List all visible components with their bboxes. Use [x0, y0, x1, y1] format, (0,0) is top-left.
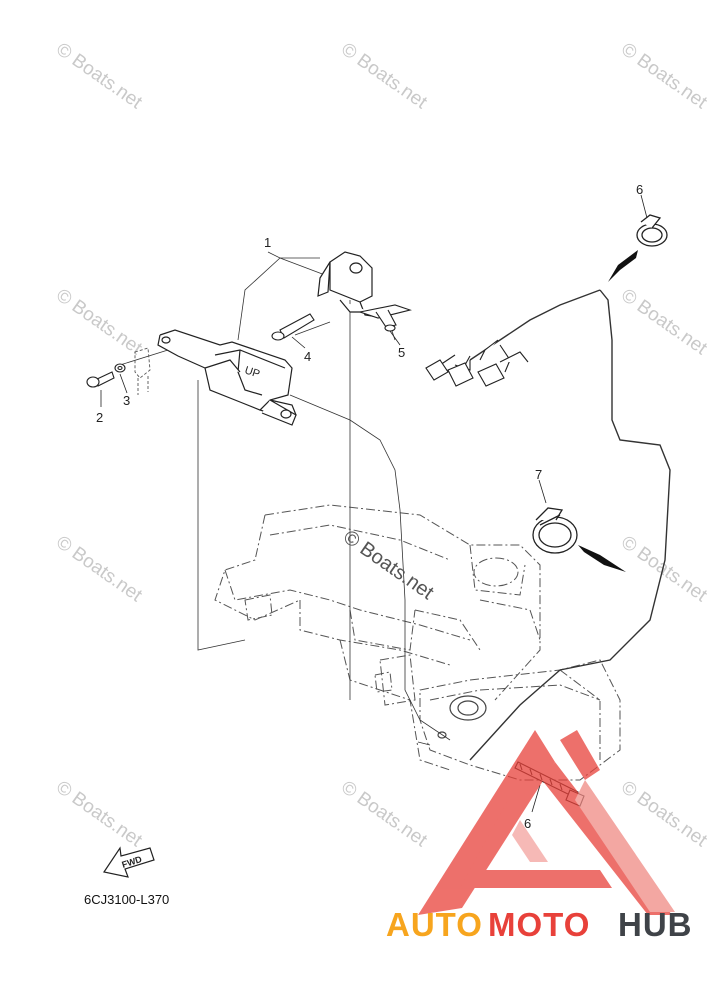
connector-group	[425, 339, 529, 387]
arrow-clamp-6	[608, 250, 638, 282]
up-mark: UP	[243, 364, 261, 380]
automotohub-logo	[418, 730, 675, 915]
screw-4	[271, 313, 315, 341]
clamp-6	[636, 214, 668, 247]
callout-5: 5	[398, 345, 405, 360]
callout-numbers: 1 2 3 4 5 6 7 6	[96, 182, 643, 831]
watermark: © Boats.net	[52, 285, 146, 360]
callout-4: 4	[304, 349, 311, 364]
washer-3	[114, 363, 126, 373]
callout-2: 2	[96, 410, 103, 425]
watermark: © Boats.net	[617, 532, 711, 607]
pivot-boss	[437, 695, 487, 739]
watermark: © Boats.net	[52, 39, 146, 114]
watermark: © Boats.net	[617, 285, 711, 360]
watermark-grid: © Boats.net © Boats.net © Boats.net © Bo…	[52, 39, 711, 852]
leader-lines	[119, 251, 451, 746]
watermark: © Boats.net	[617, 777, 711, 852]
bolt-2	[86, 371, 115, 388]
arrow-clamp-7	[578, 545, 626, 572]
automotohub-wordmark: AUTO MOTO HUB	[386, 906, 693, 943]
fwd-arrow: FWD	[103, 846, 155, 878]
callout-1: 1	[264, 235, 271, 250]
callout-3: 3	[123, 393, 130, 408]
watermark: © Boats.net	[52, 777, 146, 852]
logo-word-auto: AUTO	[386, 906, 483, 943]
watermark: © Boats.net	[617, 39, 711, 114]
watermark: © Boats.net	[52, 532, 146, 607]
callout-6: 6	[636, 182, 643, 197]
trim-sensor	[157, 329, 297, 426]
clamp-7	[532, 507, 578, 554]
holder-5	[357, 304, 412, 332]
callout-6-bottom: 6	[524, 816, 531, 831]
diagram-code: 6CJ3100-L370	[84, 892, 169, 907]
callout-leaders	[100, 194, 648, 813]
watermark: © Boats.net	[337, 777, 431, 852]
watermark: © Boats.net	[337, 39, 431, 114]
logo-word-hub: HUB	[618, 906, 693, 943]
logo-word-moto: MOTO	[488, 906, 590, 943]
collar	[134, 347, 151, 395]
callout-7: 7	[535, 467, 542, 482]
